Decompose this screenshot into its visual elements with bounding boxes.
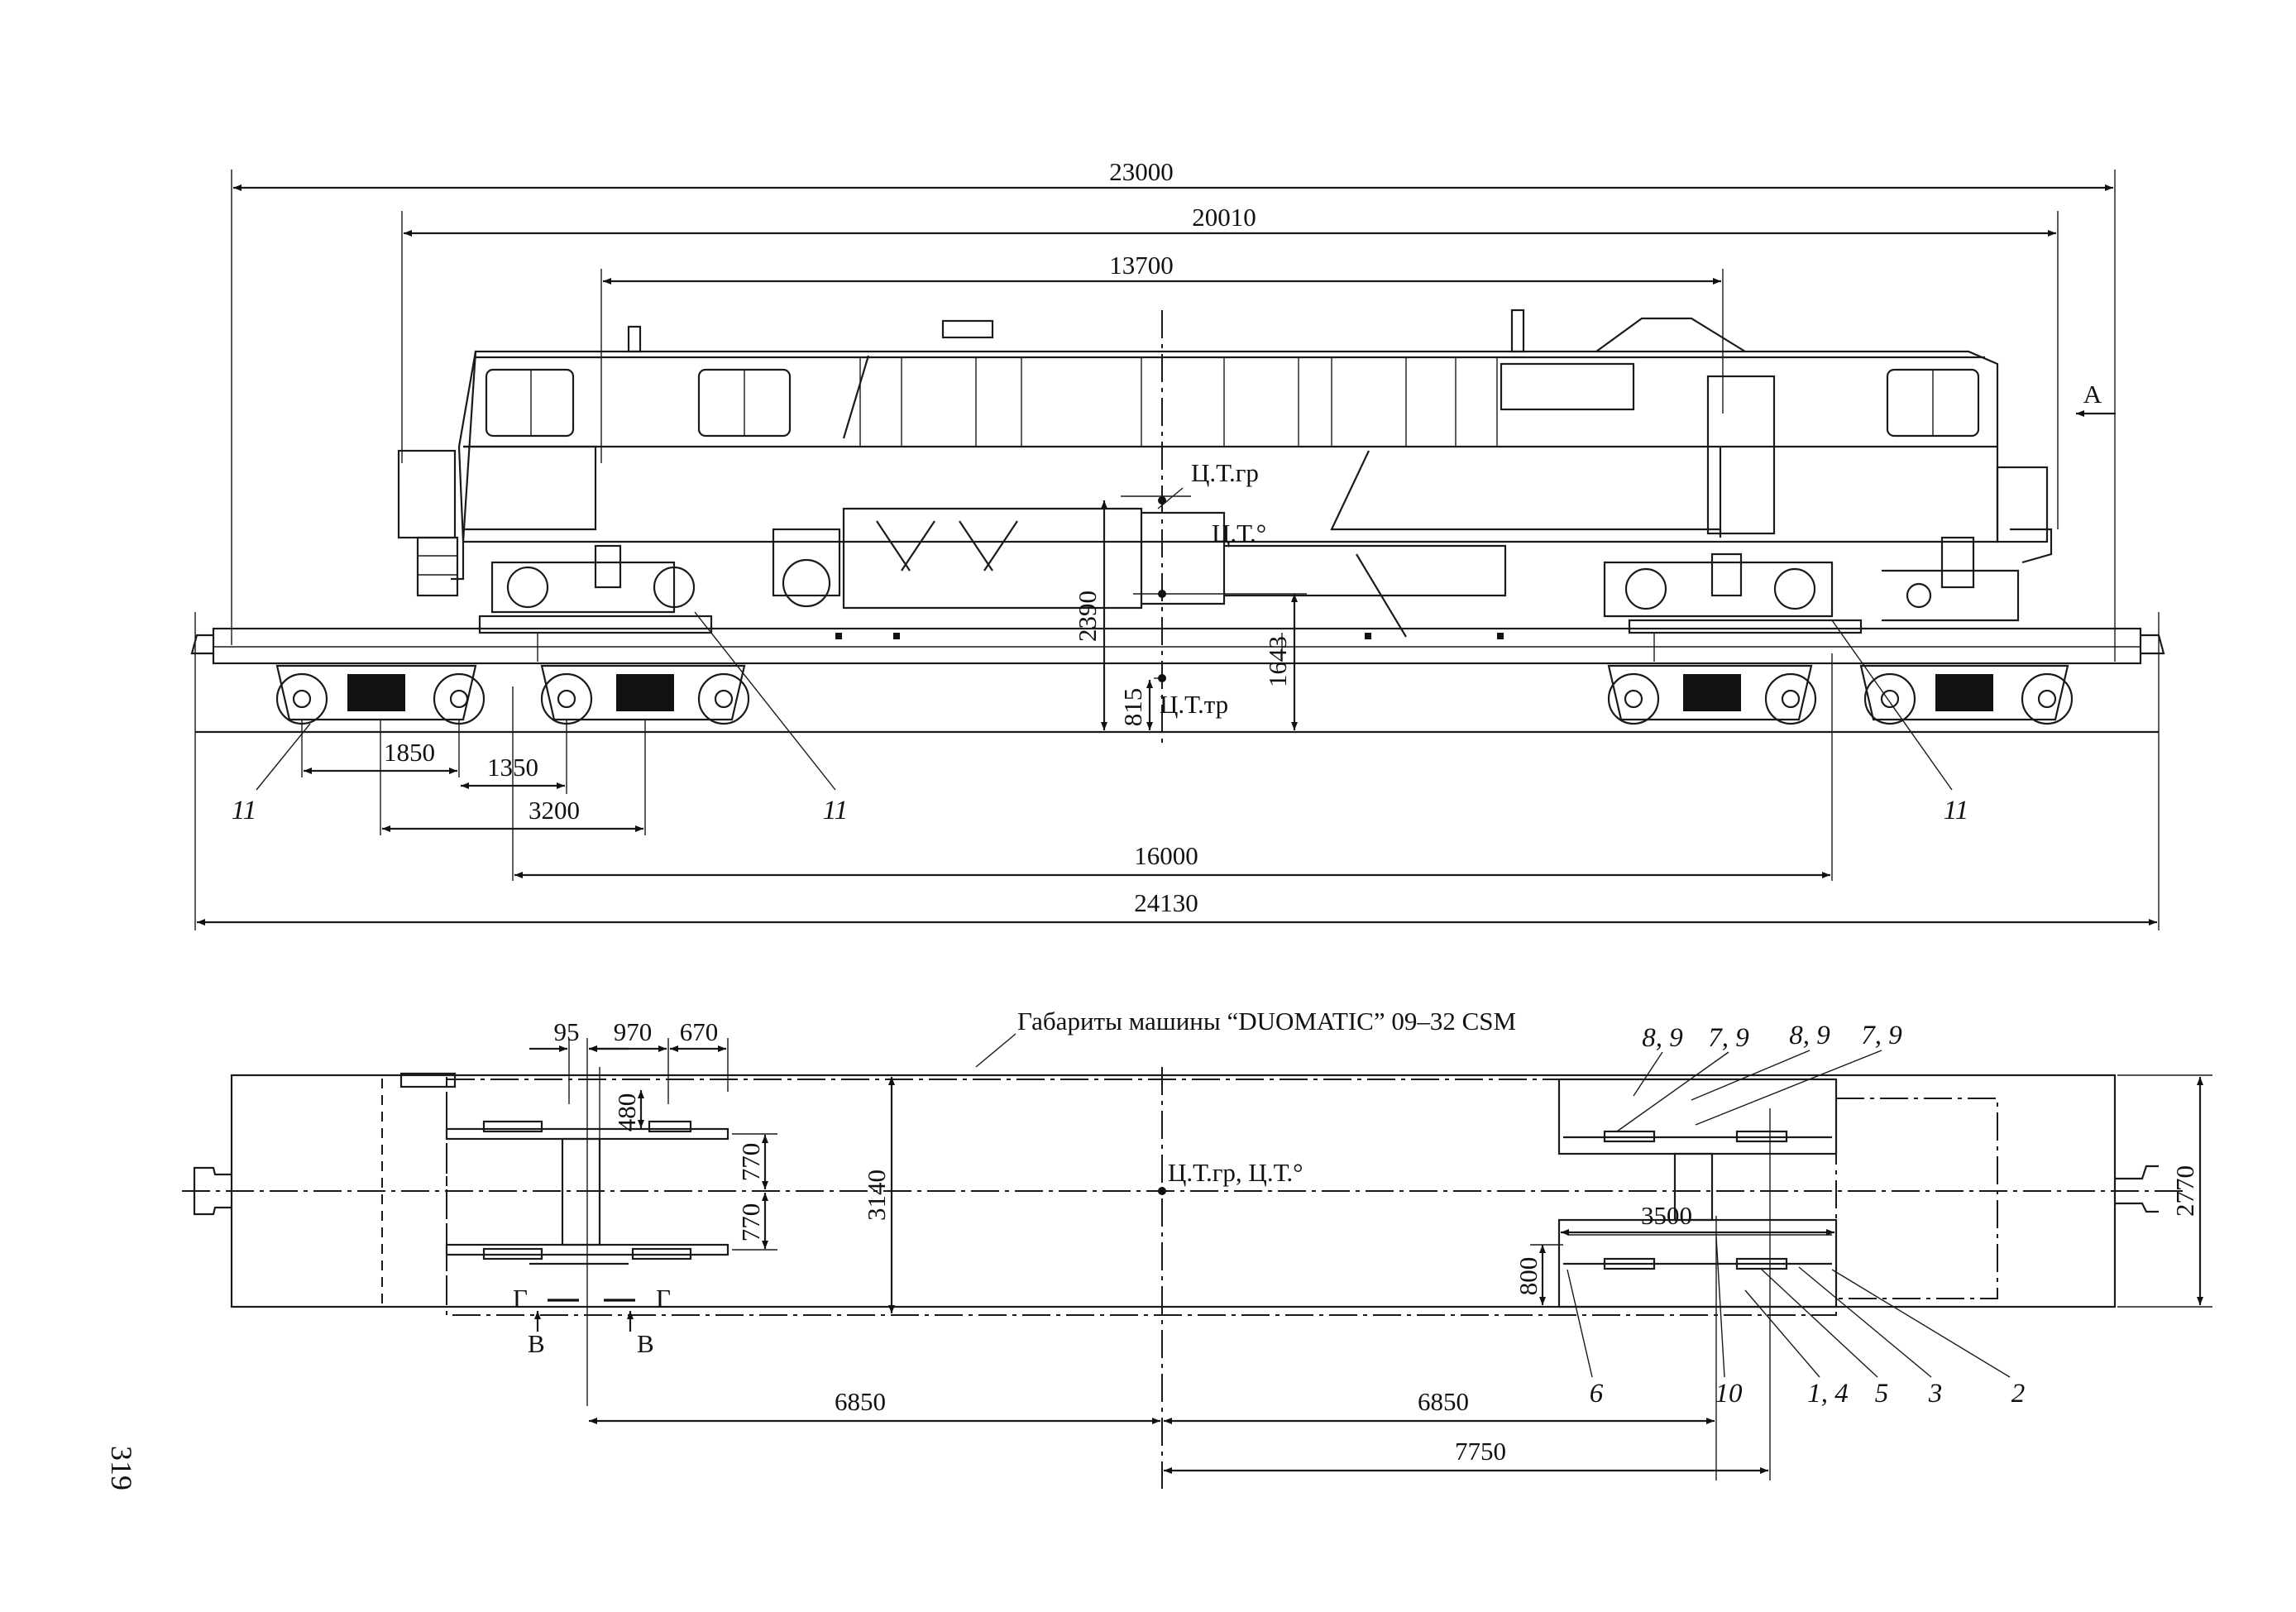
dim-6850-right: 6850	[1418, 1387, 1469, 1416]
callouts-11: 11 11 11	[232, 611, 1969, 825]
callout-3: 3	[1928, 1379, 1943, 1409]
plan-bottom-dims: 6850 6850 7750	[589, 1387, 1768, 1474]
callout-10: 10	[1715, 1379, 1744, 1409]
dim-1350: 1350	[487, 753, 538, 782]
plan-title: Габариты машины “DUOMATIC” 09–32 CSM	[1017, 1007, 1516, 1036]
callout-11-mid: 11	[823, 796, 849, 825]
bogie-1	[275, 664, 486, 725]
dim-770-upper: 770	[736, 1143, 765, 1182]
coupler-left	[193, 1166, 232, 1216]
dim-line-20010: 20010	[404, 203, 2056, 237]
dim-line-23000: 23000	[233, 157, 2113, 191]
dim-20010: 20010	[1192, 203, 1256, 232]
machine-undergear	[451, 507, 2020, 638]
bogie-dimensions: 1850 1350 3200	[301, 720, 646, 835]
plan-width-dims: 3140 2770	[862, 1074, 2212, 1313]
dim-800: 800	[1514, 1257, 1543, 1296]
callout-6: 6	[1590, 1379, 1604, 1409]
bogie-4	[1859, 664, 2074, 725]
mark-v-left: В	[528, 1329, 545, 1358]
cg-load-label: Ц.Т.гр	[1191, 458, 1259, 487]
callout-7-9-a: 7, 9	[1708, 1023, 1749, 1053]
dim-line-24130: 24130	[197, 888, 2157, 926]
plan-center-point	[1158, 1187, 1166, 1195]
dim-6850-left: 6850	[835, 1387, 886, 1416]
cg-labels: Ц.Т.гр Ц.Т.° Ц.Т.тр	[1157, 458, 1266, 719]
machine-cab-outline	[381, 1074, 447, 1308]
callout-5: 5	[1875, 1379, 1889, 1409]
machine-end-outline	[1836, 1098, 1998, 1299]
machine-body	[397, 309, 2053, 597]
callout-8-9-b: 8, 9	[1789, 1021, 1830, 1050]
callout-1-4: 1, 4	[1807, 1379, 1849, 1409]
dim-2390: 2390	[1073, 591, 1102, 642]
side-extension-lines	[194, 170, 2160, 930]
mark-g-left: Г	[513, 1284, 528, 1313]
dim-670: 670	[680, 1017, 719, 1046]
page-number: 319	[105, 1446, 138, 1490]
dim-7750: 7750	[1455, 1437, 1506, 1466]
callout-11-left: 11	[232, 796, 257, 825]
bogie-2	[540, 664, 750, 725]
dim-2770: 2770	[2170, 1165, 2199, 1217]
dim-line-16000: 16000	[514, 841, 1830, 878]
view-a-label: А	[2083, 380, 2102, 409]
dim-1643: 1643	[1263, 636, 1292, 687]
dim-815: 815	[1118, 688, 1147, 727]
top-callouts: 8, 9 7, 9 8, 9 7, 9	[1616, 1021, 1902, 1132]
dim-3500: 3500	[1641, 1201, 1692, 1230]
dim-770-lower: 770	[736, 1203, 765, 1242]
dim-3140: 3140	[862, 1170, 891, 1221]
plan-center-label: Ц.Т.гр, Ц.Т.°	[1168, 1158, 1303, 1187]
cg-total-label: Ц.Т.°	[1212, 519, 1266, 548]
dim-3200: 3200	[529, 796, 580, 825]
dim-13700: 13700	[1109, 251, 1174, 280]
left-fastening	[399, 1067, 729, 1406]
mark-v-right: В	[637, 1329, 654, 1358]
dim-23000: 23000	[1109, 157, 1174, 186]
callout-11-right: 11	[1944, 796, 1969, 825]
plan-top-left-dims: 95 970 670 480 770 770	[529, 1017, 777, 1251]
side-view: 23000 20010 13700 А	[190, 157, 2165, 930]
callout-2: 2	[2011, 1379, 2026, 1409]
callout-7-9-b: 7, 9	[1861, 1021, 1902, 1050]
dim-16000: 16000	[1134, 841, 1198, 870]
bottom-callouts: 6 10 1, 4 5 3 2	[1567, 1236, 2026, 1409]
dim-480: 480	[612, 1093, 641, 1132]
right-fastening	[1557, 1078, 1838, 1480]
machine-plan-outline	[446, 1079, 1837, 1316]
plan-view: Габариты машины “DUOMATIC” 09–32 CSM	[182, 1007, 2212, 1489]
wagon-deck	[190, 615, 2165, 665]
section-marks: Г Г В В	[513, 1284, 671, 1358]
view-arrow-a: А	[2076, 380, 2116, 417]
dim-24130: 24130	[1134, 888, 1198, 917]
coupler-right	[2115, 1165, 2159, 1213]
dim-1850: 1850	[384, 738, 435, 767]
cg-wagon-label: Ц.Т.тр	[1160, 690, 1228, 719]
dim-95: 95	[554, 1017, 580, 1046]
bogie-3	[1607, 664, 1817, 725]
callout-8-9-a: 8, 9	[1642, 1023, 1683, 1053]
dim-970: 970	[614, 1017, 653, 1046]
plan-right-dims: 3500 800	[1514, 1201, 1834, 1305]
mark-g-right: Г	[656, 1284, 671, 1313]
dim-line-13700: 13700	[603, 251, 1721, 285]
